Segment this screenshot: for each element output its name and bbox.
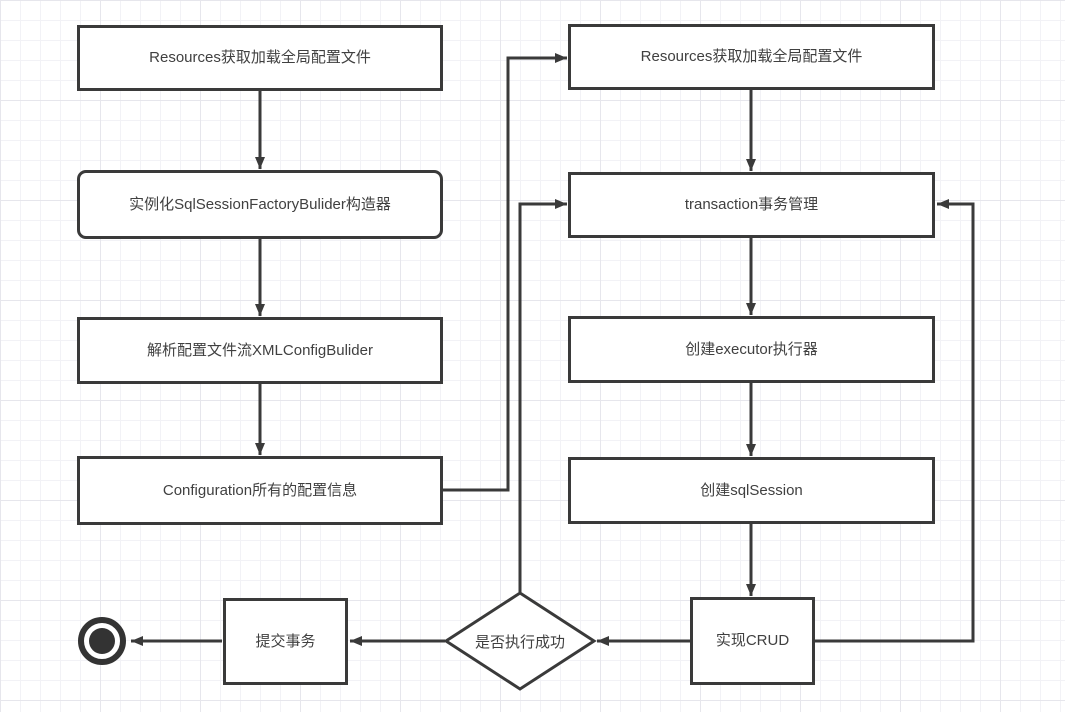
node-sqlsessionfactorybuilder[interactable]: 实例化SqlSessionFactoryBulider构造器 [77,170,443,239]
edge-decision-r2 [518,199,567,592]
node-create-executor[interactable]: 创建executor执行器 [568,316,935,383]
node-label: 是否执行成功 [474,633,565,651]
edge-r5-r2-loop [815,199,975,643]
edge-l4-r1 [443,53,567,492]
node-transaction-manager[interactable]: transaction事务管理 [568,172,935,238]
node-label: 实现CRUD [715,632,790,650]
node-commit-transaction[interactable]: 提交事务 [223,598,348,685]
node-label: 解析配置文件流XMLConfigBulider [147,341,373,359]
node-resources-load-config-right[interactable]: Resources获取加载全局配置文件 [568,24,935,90]
node-xmlconfigbuilder[interactable]: 解析配置文件流XMLConfigBulider [77,317,443,384]
decision-label[interactable]: 是否执行成功 [450,621,590,661]
node-label: 实例化SqlSessionFactoryBulider构造器 [129,195,391,213]
node-label: 提交事务 [255,632,316,650]
node-label: Resources获取加载全局配置文件 [149,49,371,67]
end-state-inner-dot [89,628,115,654]
node-label: 创建executor执行器 [685,340,818,358]
node-configuration-info[interactable]: Configuration所有的配置信息 [77,456,443,525]
node-crud[interactable]: 实现CRUD [690,597,815,685]
node-create-sqlsession[interactable]: 创建sqlSession [568,457,935,524]
node-label: Configuration所有的配置信息 [162,481,358,499]
node-label: Resources获取加载全局配置文件 [640,48,863,66]
node-resources-load-config-left[interactable]: Resources获取加载全局配置文件 [77,25,443,91]
node-label: 创建sqlSession [700,481,803,499]
node-label: transaction事务管理 [684,196,819,214]
end-state-node[interactable] [78,617,126,665]
